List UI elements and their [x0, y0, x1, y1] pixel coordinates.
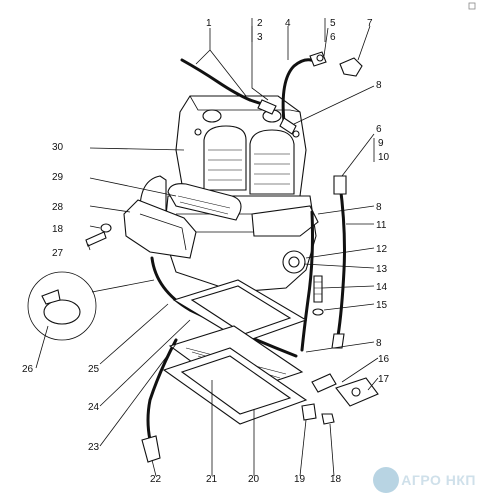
corner-square-icon [468, 2, 476, 10]
callout-14: 14 [376, 282, 388, 293]
callout-8-mid: 8 [376, 202, 382, 213]
small-parts [27, 223, 379, 425]
callout-4: 4 [285, 18, 291, 29]
callout-22: 22 [150, 474, 162, 485]
callout-15: 15 [376, 300, 388, 311]
callout-21: 21 [206, 474, 218, 485]
callout-20: 20 [248, 474, 260, 485]
callout-10: 10 [378, 152, 390, 163]
callout-23: 23 [88, 442, 100, 453]
callout-3: 3 [257, 32, 263, 43]
callout-2: 2 [257, 18, 263, 29]
callout-12: 12 [376, 244, 388, 255]
callout-27: 27 [52, 248, 64, 259]
callout-11: 11 [376, 220, 387, 231]
callout-16: 16 [378, 354, 390, 365]
callout-19: 19 [294, 474, 306, 485]
leader-lines [35, 25, 379, 477]
callout-17: 17 [378, 374, 390, 385]
callout-5: 5 [330, 18, 336, 29]
callout-24: 24 [88, 402, 100, 413]
logo-text: АГРО НКП [401, 472, 476, 488]
callout-18-bottom: 18 [330, 474, 342, 485]
callout-8-top: 8 [376, 80, 382, 91]
callout-25: 25 [88, 364, 100, 375]
callout-6-top: 6 [330, 32, 336, 43]
callout-13: 13 [376, 264, 388, 275]
logo-circle-icon [373, 467, 400, 493]
watermark-logo: АГРО НКП [373, 467, 476, 493]
callout-30: 30 [52, 142, 64, 153]
filter-plates [162, 279, 308, 425]
callout-26: 26 [22, 364, 34, 375]
callout-6-mid: 6 [376, 124, 382, 135]
callout-7: 7 [367, 18, 373, 29]
callout-8-bottom: 8 [376, 338, 382, 349]
callout-9: 9 [378, 138, 384, 149]
callout-1: 1 [206, 18, 212, 29]
callout-29: 29 [52, 172, 64, 183]
callout-18-left: 18 [52, 224, 64, 235]
engine-block [123, 95, 319, 293]
callout-28: 28 [52, 202, 64, 213]
callout-numbers: 1 2 3 4 5 6 7 8 6 9 10 30 29 28 8 11 18 … [22, 18, 390, 485]
